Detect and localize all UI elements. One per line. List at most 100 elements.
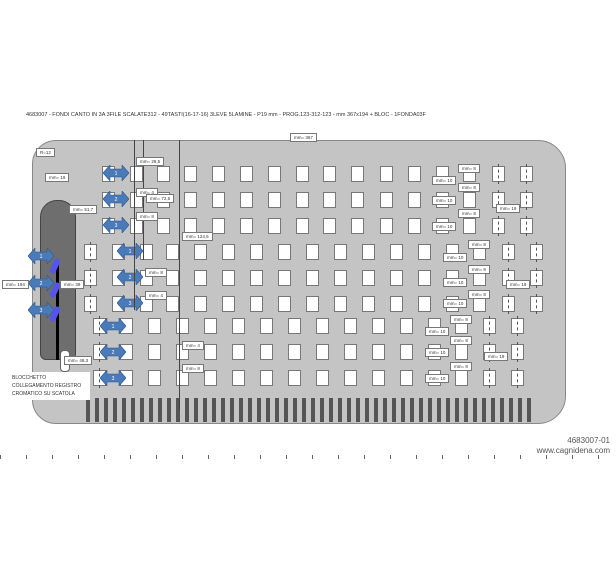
reed-bar [284,398,288,422]
reed-bar [419,398,423,422]
key-lever [84,294,97,314]
reed-bar [356,398,360,422]
key [362,244,375,260]
lever-arrow-icon: 2 [99,343,127,361]
key [204,318,217,334]
tick-mark [312,455,313,459]
dim-4: mm= 4 [182,341,204,350]
reed-bar [410,398,414,422]
dim-label: mm= 19 [484,352,509,361]
reed-bar [491,398,495,422]
key [408,166,421,182]
note-line: CROMATICO SU SCATOLA [12,391,75,397]
reed-bar [401,398,405,422]
key [166,296,179,312]
reed-bar [527,398,531,422]
key [351,192,364,208]
key-lever [502,242,515,262]
reed-bar [383,398,387,422]
reed-bar [104,398,108,422]
tick-mark [208,455,209,459]
key [316,344,329,360]
key [316,370,329,386]
dim-label: mm= 8 [468,240,490,249]
key [176,318,189,334]
tick-mark [26,455,27,459]
key [334,296,347,312]
key-lever [492,216,505,236]
reed-bar [473,398,477,422]
key [296,166,309,182]
reed-bar [158,398,162,422]
key [372,370,385,386]
key [463,218,476,234]
key [278,244,291,260]
tick-mark [0,455,1,459]
key [288,370,301,386]
key [260,370,273,386]
dim-line [134,140,135,310]
dim-label: mm= 8 [450,315,472,324]
key-lever [520,216,533,236]
dim-51-7: mm= 51,7 [69,205,98,214]
key-lever [511,368,524,388]
dim-8: mm= 8 [136,212,158,221]
key [334,244,347,260]
key [323,192,336,208]
key [184,192,197,208]
tick-mark [182,455,183,459]
dim-label: mm= 10 [425,327,450,336]
key [240,166,253,182]
reed-bar [176,398,180,422]
dim-label: mm= 8 [458,183,480,192]
key [212,192,225,208]
dim-39: mm= 39 [60,280,85,289]
reed-bar [221,398,225,422]
key [260,344,273,360]
reed-bar [338,398,342,422]
lever-arrow-icon: 3 [99,369,127,387]
dim-label: mm= 10 [425,374,450,383]
key [240,192,253,208]
key [323,218,336,234]
reed-bar [266,398,270,422]
key [362,296,375,312]
key [418,296,431,312]
bloc-note: BLOCCHETTO COLLEGAMENTO REGISTRO CROMATI… [10,372,90,400]
reed-bar [302,398,306,422]
dim-28-5: mm= 28,5 [136,157,165,166]
key-lever [84,268,97,288]
tick-mark [78,455,79,459]
dim-label: mm= 8 [458,209,480,218]
tick-mark [234,455,235,459]
key-lever [483,316,496,336]
dim-124-5: mm= 124,5 [182,232,213,241]
key [240,218,253,234]
reed-bar [149,398,153,422]
key-lever [520,164,533,184]
lever-arrow-icon: 2 [116,268,144,286]
tick-mark [468,455,469,459]
svg-text:2: 2 [112,350,115,356]
reed-bar [482,398,486,422]
key [166,270,179,286]
key [148,344,161,360]
key [455,344,468,360]
reed-bar [428,398,432,422]
key [157,166,170,182]
reed-bar [113,398,117,422]
tick-mark [156,455,157,459]
key [400,370,413,386]
tick-mark [338,455,339,459]
key [306,270,319,286]
key [351,218,364,234]
key-lever [483,368,496,388]
reed-bar [167,398,171,422]
dim-height: mm= 194 [2,280,29,289]
reed-bar [509,398,513,422]
svg-text:2: 2 [40,281,43,287]
key [380,218,393,234]
key [157,218,170,234]
key [250,270,263,286]
key [260,318,273,334]
